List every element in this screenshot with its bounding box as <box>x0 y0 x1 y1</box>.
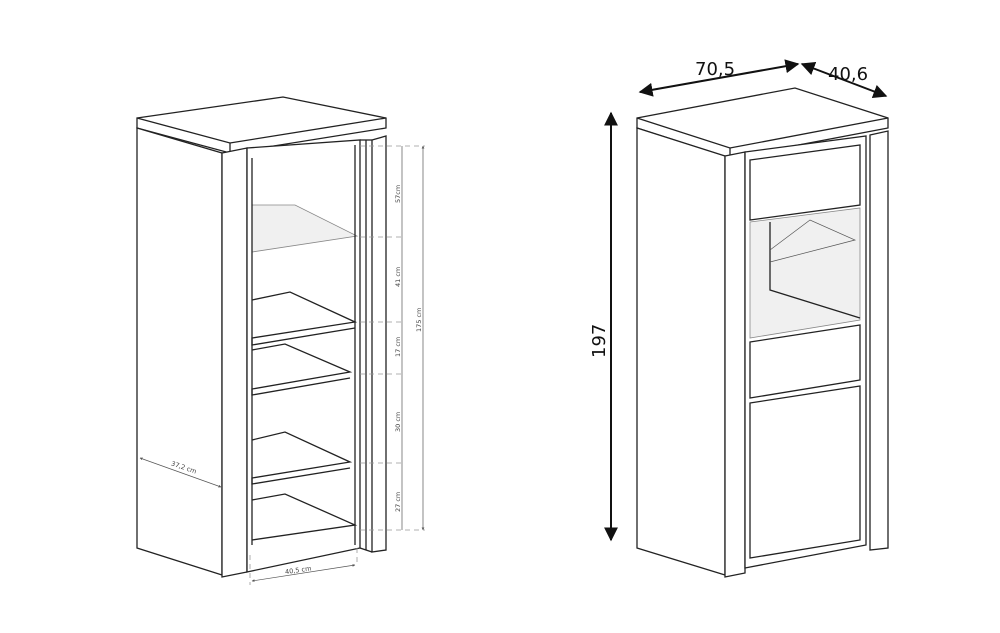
left-post <box>724 151 746 578</box>
right-cabinet-closed: 70,5 40,6 197 <box>589 59 889 578</box>
dim-57: 57cm <box>394 185 402 203</box>
width-label: 70,5 <box>695 59 735 80</box>
side-panel <box>136 127 223 576</box>
inner-width-label: 40,5 cm <box>285 564 312 576</box>
height-dimensions: 57cm 41 cm 17 cm 30 cm 27 cm 175 cm <box>360 145 425 531</box>
right-post <box>371 135 387 553</box>
dim-17: 17 cm <box>394 337 402 357</box>
dim-175: 175 cm <box>415 308 423 332</box>
dim-41: 41 cm <box>394 267 402 287</box>
bottom-door <box>749 385 861 559</box>
top-drawer <box>749 144 861 221</box>
side-panel <box>636 127 726 576</box>
height-label: 197 <box>589 324 610 358</box>
depth-label: 40,6 <box>828 64 868 85</box>
left-post <box>221 147 248 578</box>
dim-27: 27 cm <box>394 492 402 512</box>
right-post <box>869 130 889 551</box>
glass-door <box>749 207 861 339</box>
middle-drawer <box>749 324 861 399</box>
left-cabinet-open: 37,2 cm 40,5 cm 57cm 41 cm 17 cm 30 cm 2… <box>136 96 425 585</box>
dim-30: 30 cm <box>394 412 402 432</box>
